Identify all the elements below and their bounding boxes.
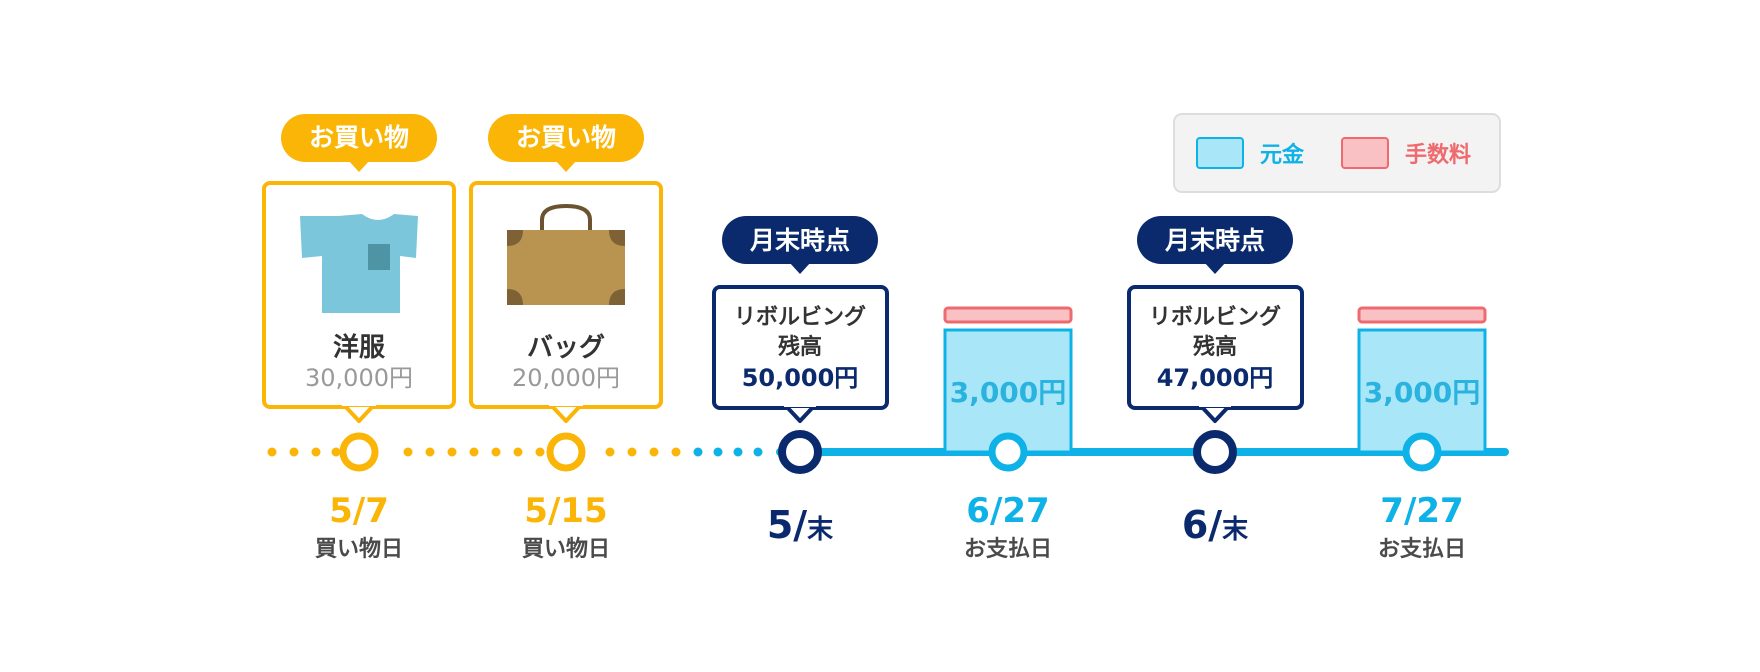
purchase-item-name: 洋服 bbox=[333, 332, 386, 363]
principal-amount: 3,000円 bbox=[1364, 376, 1481, 409]
month-end-date-suffix: 末 bbox=[1222, 515, 1249, 545]
payment-node bbox=[1402, 432, 1442, 472]
fee-bar bbox=[943, 306, 1073, 324]
payment-date-label: お支払日 bbox=[1378, 537, 1466, 562]
payment-june: 3,000円 6/27 お支払日 bbox=[943, 306, 1073, 562]
principal-amount: 3,000円 bbox=[950, 376, 1067, 409]
revolving-balance-amount: 50,000円 bbox=[742, 364, 859, 392]
purchase-tag: お買い物 bbox=[281, 114, 437, 172]
purchase-bag: お買い物 バッグ 20,000円 5/15 買い物日 bbox=[469, 114, 663, 562]
timeline-dotted-transition bbox=[693, 447, 763, 457]
fee-bar bbox=[1357, 306, 1487, 324]
payment-july: 3,000円 7/27 お支払日 bbox=[1357, 306, 1487, 562]
payment-date: 7/27 bbox=[1380, 491, 1463, 531]
month-end-date-number: 6/ bbox=[1182, 503, 1222, 547]
month-end-tag-label: 月末時点 bbox=[749, 226, 850, 255]
revolving-balance-card: リボルビング 残高 50,000円 bbox=[712, 285, 889, 423]
tshirt-icon bbox=[300, 214, 418, 313]
revolving-balance-line2: 残高 bbox=[1193, 334, 1237, 360]
legend-principal-swatch bbox=[1196, 137, 1244, 169]
purchase-date-label: 買い物日 bbox=[315, 536, 403, 562]
principal-bar bbox=[943, 328, 1073, 454]
payment-date-label: お支払日 bbox=[964, 537, 1052, 562]
purchase-item-price: 20,000円 bbox=[512, 364, 620, 392]
purchase-date: 5/7 bbox=[329, 491, 389, 531]
month-end-date: 6/末 bbox=[1182, 503, 1249, 547]
month-end-tag: 月末時点 bbox=[722, 216, 878, 274]
purchase-tag-label: お買い物 bbox=[516, 123, 616, 152]
purchase-tag-label: お買い物 bbox=[309, 123, 409, 152]
revolving-balance-line2: 残高 bbox=[778, 334, 822, 360]
month-end-node bbox=[778, 430, 822, 474]
month-end-june: 月末時点 リボルビング 残高 47,000円 6/末 bbox=[1127, 216, 1304, 547]
revolving-balance-line1: リボルビング bbox=[1149, 304, 1281, 330]
purchase-item-name: バッグ bbox=[527, 333, 605, 363]
month-end-may: 月末時点 リボルビング 残高 50,000円 5/末 bbox=[712, 216, 889, 547]
bag-icon bbox=[507, 203, 625, 305]
month-end-node bbox=[1193, 430, 1237, 474]
month-end-tag-label: 月末時点 bbox=[1164, 226, 1265, 255]
legend-fee-label: 手数料 bbox=[1405, 142, 1471, 168]
revolving-balance-card: リボルビング 残高 47,000円 bbox=[1127, 285, 1304, 423]
purchase-date: 5/15 bbox=[524, 491, 607, 531]
month-end-date: 5/末 bbox=[767, 503, 834, 547]
payment-date: 6/27 bbox=[966, 491, 1049, 531]
legend: 元金 手数料 bbox=[1173, 113, 1501, 193]
purchase-date-label: 買い物日 bbox=[522, 536, 610, 562]
purchase-node bbox=[546, 432, 586, 472]
timeline-dotted-purchase bbox=[267, 447, 681, 457]
month-end-date-number: 5/ bbox=[767, 503, 807, 547]
purchase-card: バッグ 20,000円 bbox=[469, 181, 663, 423]
purchase-node bbox=[339, 432, 379, 472]
month-end-date-suffix: 末 bbox=[807, 515, 834, 545]
payment-node bbox=[988, 432, 1028, 472]
purchase-item-price: 30,000円 bbox=[305, 364, 413, 392]
revolving-balance-line1: リボルビング bbox=[734, 304, 866, 330]
purchase-clothes: お買い物 洋服 30,000円 5/7 買い物日 bbox=[262, 114, 456, 562]
purchase-card: 洋服 30,000円 bbox=[262, 181, 456, 423]
legend-fee-swatch bbox=[1341, 137, 1389, 169]
purchase-tag: お買い物 bbox=[488, 114, 644, 172]
revolving-balance-amount: 47,000円 bbox=[1157, 364, 1274, 392]
legend-principal-label: 元金 bbox=[1260, 142, 1305, 168]
month-end-tag: 月末時点 bbox=[1137, 216, 1293, 274]
timeline bbox=[267, 447, 1509, 457]
